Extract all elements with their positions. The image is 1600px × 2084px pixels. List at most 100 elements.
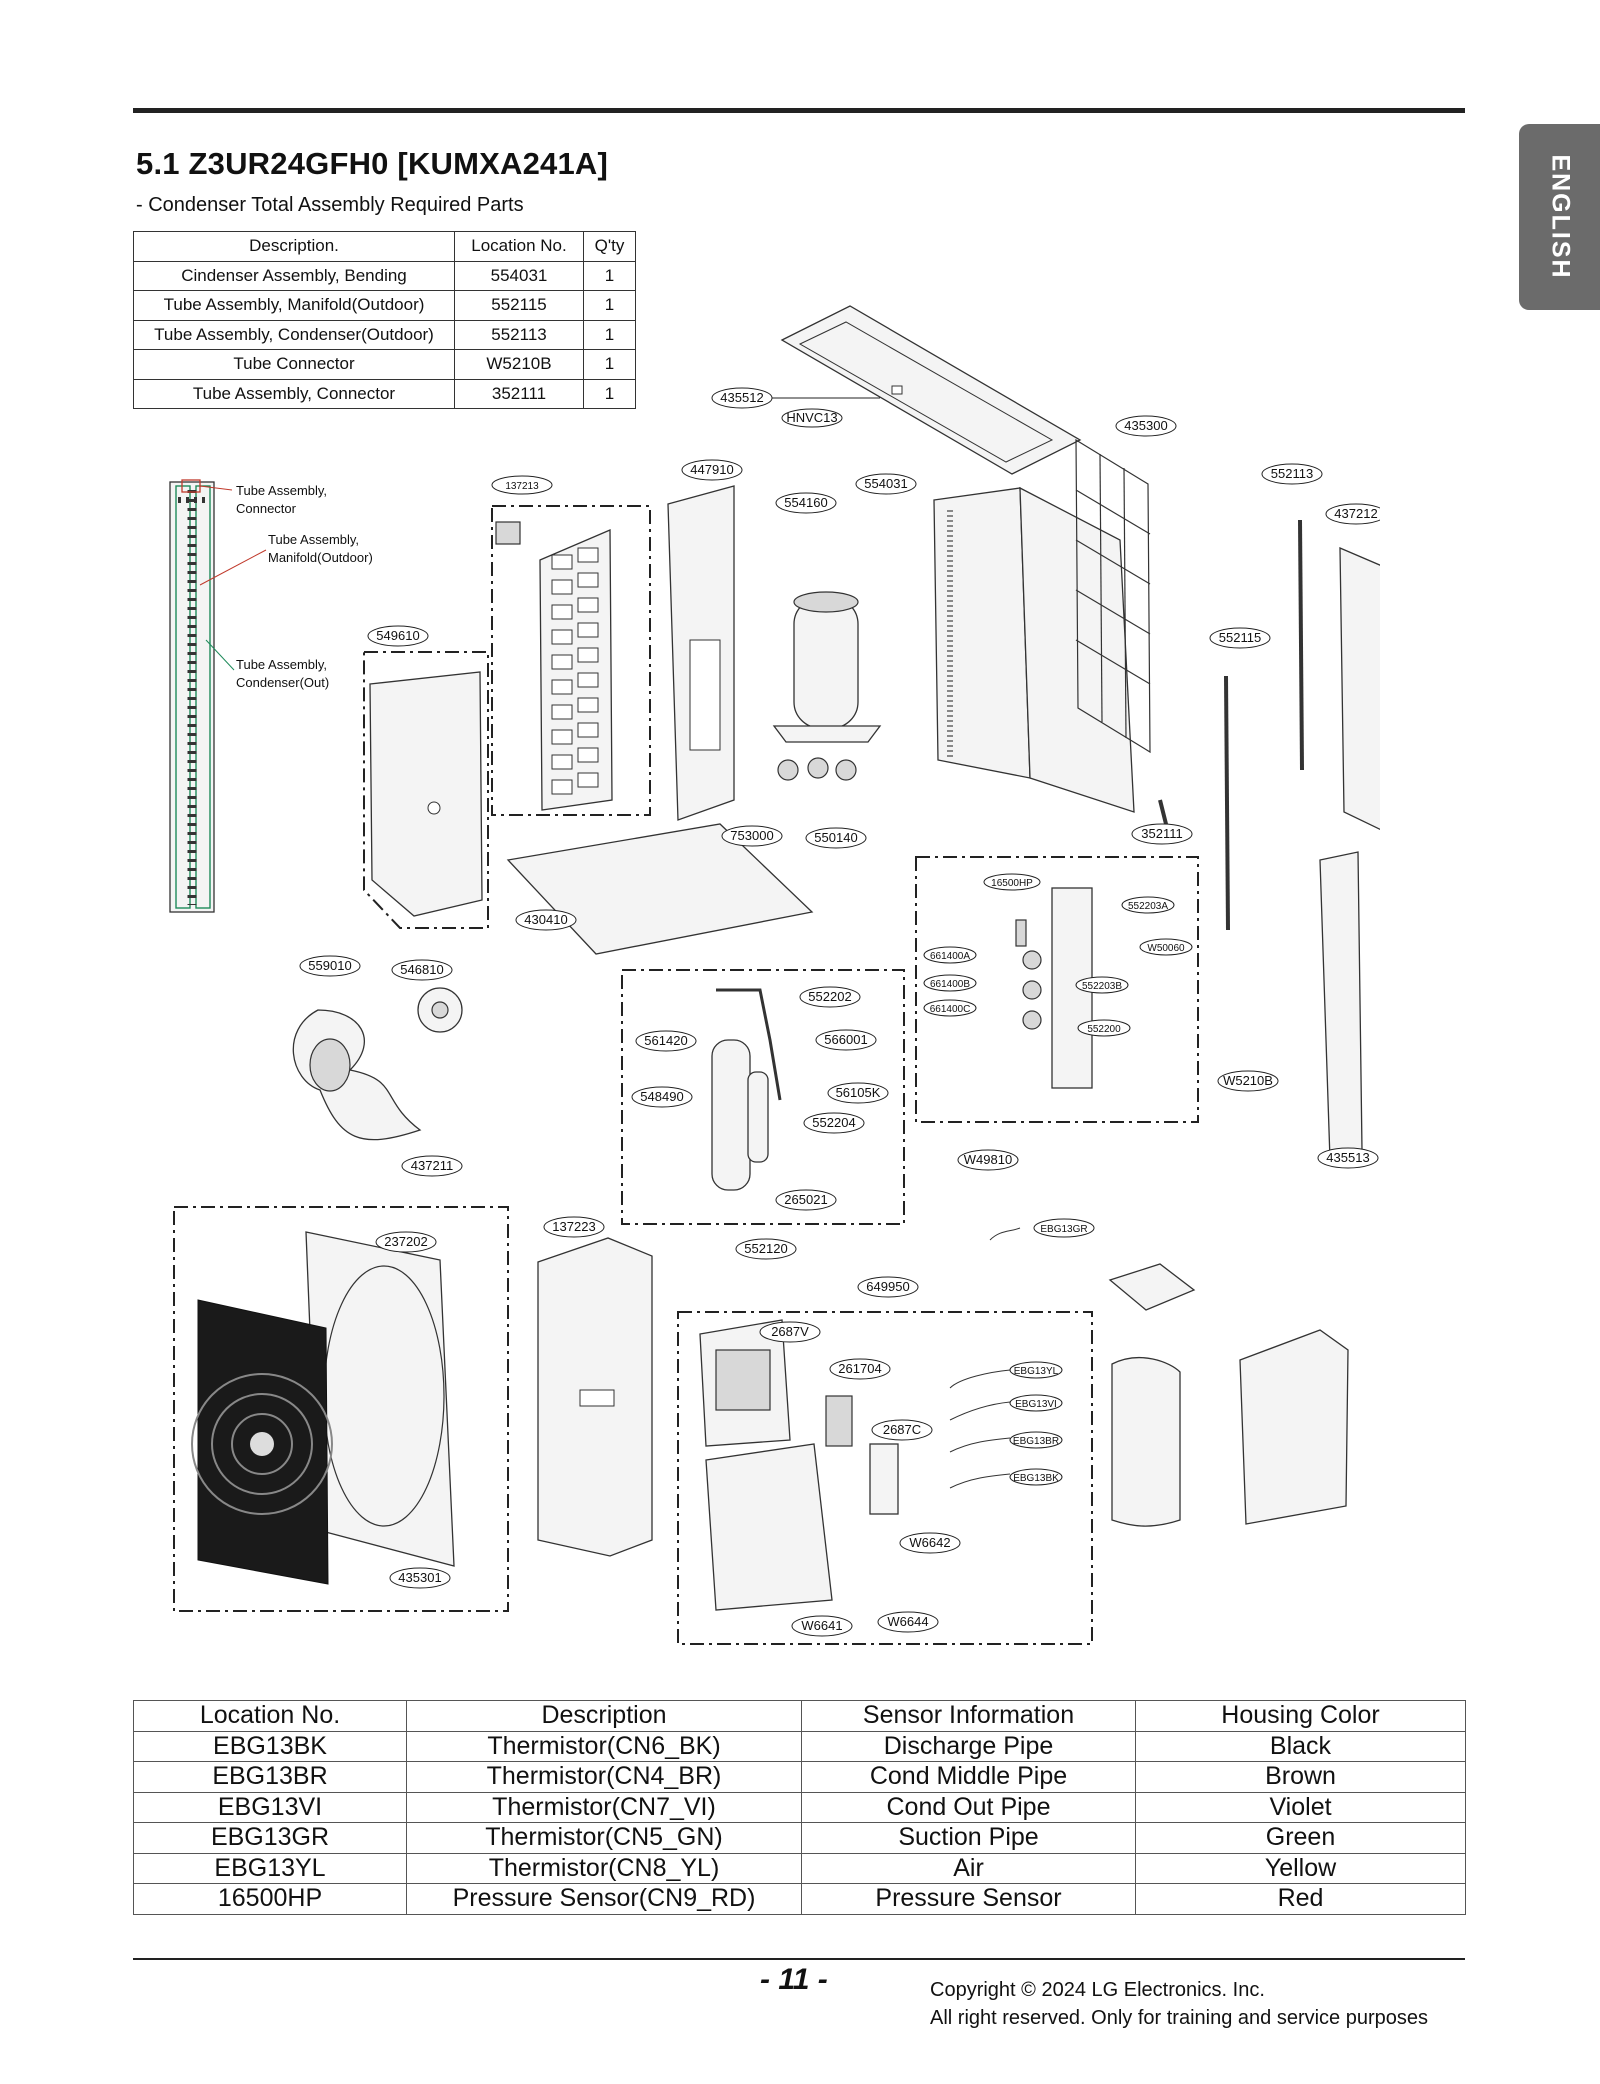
part-label-HNVC13: HNVC13 [786, 410, 837, 425]
insulation-sheet [1111, 1356, 1181, 1527]
part-label-16500HP: 16500HP [991, 878, 1033, 889]
copyright-notice: Copyright © 2024 LG Electronics. Inc. Al… [930, 1976, 1428, 2032]
part-label-552200: 552200 [1087, 1024, 1121, 1035]
part-label-661400C: 661400C [930, 1004, 971, 1015]
table-cell: Tube Assembly, Connector [133, 378, 455, 409]
part-label-137213: 137213 [505, 481, 539, 492]
part-label-753000: 753000 [730, 828, 773, 843]
table-cell: Brown [1135, 1761, 1466, 1793]
table-row: 16500HP Pressure Sensor(CN9_RD) Pressure… [133, 1883, 1466, 1915]
part-label-2687C: 2687C [883, 1422, 921, 1437]
table-cell: EBG13GR [133, 1822, 407, 1854]
table-cell: Green [1135, 1822, 1466, 1854]
table-cell: Black [1135, 1730, 1466, 1762]
table-cell: Pressure Sensor(CN9_RD) [406, 1883, 802, 1915]
part-label-552203A: 552203A [1128, 901, 1168, 912]
table-cell: Cindenser Assembly, Bending [133, 260, 455, 291]
table-cell: EBG13BR [133, 1761, 407, 1793]
table-cell: Violet [1135, 1791, 1466, 1823]
table-row: Tube Assembly, Condenser(Outdoor) 552113… [133, 319, 636, 350]
small-bracket-part [495, 521, 521, 545]
part-label-W49810: W49810 [964, 1152, 1012, 1167]
part-label-EBG13BK: EBG13BK [1013, 1473, 1059, 1484]
side-cover-panel [1319, 851, 1363, 1161]
table-cell: 552115 [454, 290, 584, 321]
table-cell: 1 [583, 260, 636, 291]
table-cell: Discharge Pipe [801, 1730, 1136, 1762]
condenser-coil [933, 486, 1135, 813]
copyright-line-2: All right reserved. Only for training an… [930, 2007, 1429, 2029]
table-cell: 1 [583, 349, 636, 380]
part-label-566001: 566001 [824, 1032, 867, 1047]
language-tab-label: ENGLISH [1546, 154, 1574, 280]
fan-blade [292, 1009, 422, 1141]
grille-panel [539, 529, 613, 811]
top-rule [133, 108, 1465, 113]
group-box-fan-guard [173, 1206, 509, 1612]
part-label-EBG13GR: EBG13GR [1040, 1224, 1087, 1235]
table-cell: Pressure Sensor [801, 1883, 1136, 1915]
table-cell: Red [1135, 1883, 1466, 1915]
table-row: Tube Connector W5210B 1 [133, 349, 636, 380]
reactor [869, 1443, 899, 1515]
condenser-tube-strip [169, 479, 215, 913]
cover-bracket [1108, 1263, 1196, 1311]
group-box-control-box [677, 1311, 1093, 1645]
table-row: EBG13VI Thermistor(CN7_VI) Cond Out Pipe… [133, 1791, 1466, 1823]
table-cell: 1 [583, 378, 636, 409]
control-box-frame [705, 1443, 833, 1611]
compressor [772, 591, 882, 781]
part-label-265021: 265021 [784, 1192, 827, 1207]
part-label-237202: 237202 [384, 1234, 427, 1249]
table-header-cell: Description [406, 1700, 802, 1732]
sound-cover [1239, 1329, 1349, 1525]
part-label-552113: 552113 [1271, 466, 1313, 481]
table-cell: EBG13YL [133, 1852, 407, 1884]
copyright-line-1: Copyright © 2024 LG Electronics. Inc. [930, 1979, 1265, 2001]
callout-tube-manifold-2: Manifold(Outdoor) [268, 550, 373, 565]
part-label-W6644: W6644 [887, 1614, 928, 1629]
manifold-tube [1224, 675, 1230, 931]
control-board [699, 1319, 791, 1447]
table-row: EBG13BR Thermistor(CN4_BR) Cond Middle P… [133, 1761, 1466, 1793]
table-cell: Thermistor(CN7_VI) [406, 1791, 802, 1823]
part-label-EBG13YL: EBG13YL [1014, 1366, 1059, 1377]
fan-motor [417, 987, 463, 1033]
table-cell: 554031 [454, 260, 584, 291]
table-cell: Tube Connector [133, 349, 455, 380]
front-panel [305, 1231, 455, 1567]
part-label-552202: 552202 [808, 989, 851, 1004]
part-label-546810: 546810 [400, 962, 443, 977]
wire-guard-mesh [1075, 438, 1151, 754]
front-side-panel [537, 1237, 653, 1557]
right-side-frame [1339, 547, 1380, 831]
motor-bracket [369, 671, 483, 917]
table-header-cell: Q'ty [583, 231, 636, 262]
part-label-552204: 552204 [812, 1115, 855, 1130]
table-header-row: Description. Location No. Q'ty [133, 231, 636, 262]
page-title: 5.1 Z3UR24GFH0 [KUMXA241A] [136, 146, 609, 181]
table-row: Tube Assembly, Manifold(Outdoor) 552115 … [133, 290, 636, 321]
part-label-EBG13VI: EBG13VI [1015, 1399, 1057, 1410]
table-cell: EBG13BK [133, 1730, 407, 1762]
part-label-430410: 430410 [524, 912, 567, 927]
table-cell: 16500HP [133, 1883, 407, 1915]
table-cell: Yellow [1135, 1852, 1466, 1884]
part-label-435512: 435512 [720, 390, 763, 405]
part-label-EBG13BR: EBG13BR [1013, 1436, 1059, 1447]
part-label-437212: 437212 [1334, 506, 1377, 521]
table-cell: 352111 [454, 378, 584, 409]
required-parts-table: Description. Location No. Q'ty Cindenser… [133, 231, 636, 409]
part-label-2687V: 2687V [771, 1324, 809, 1339]
table-cell: Cond Middle Pipe [801, 1761, 1136, 1793]
language-tab[interactable]: ENGLISH [1519, 124, 1600, 310]
part-label-559010: 559010 [308, 958, 351, 973]
accumulator [711, 988, 782, 1191]
part-label-561420: 561420 [644, 1033, 687, 1048]
part-label-435300: 435300 [1124, 418, 1167, 433]
fan-guard-grille [191, 1299, 333, 1585]
part-label-548490: 548490 [640, 1089, 683, 1104]
callout-tube-condenser-2: Condenser(Out) [236, 675, 329, 690]
part-label-56105K: 56105K [836, 1085, 881, 1100]
table-cell: Thermistor(CN6_BK) [406, 1730, 802, 1762]
